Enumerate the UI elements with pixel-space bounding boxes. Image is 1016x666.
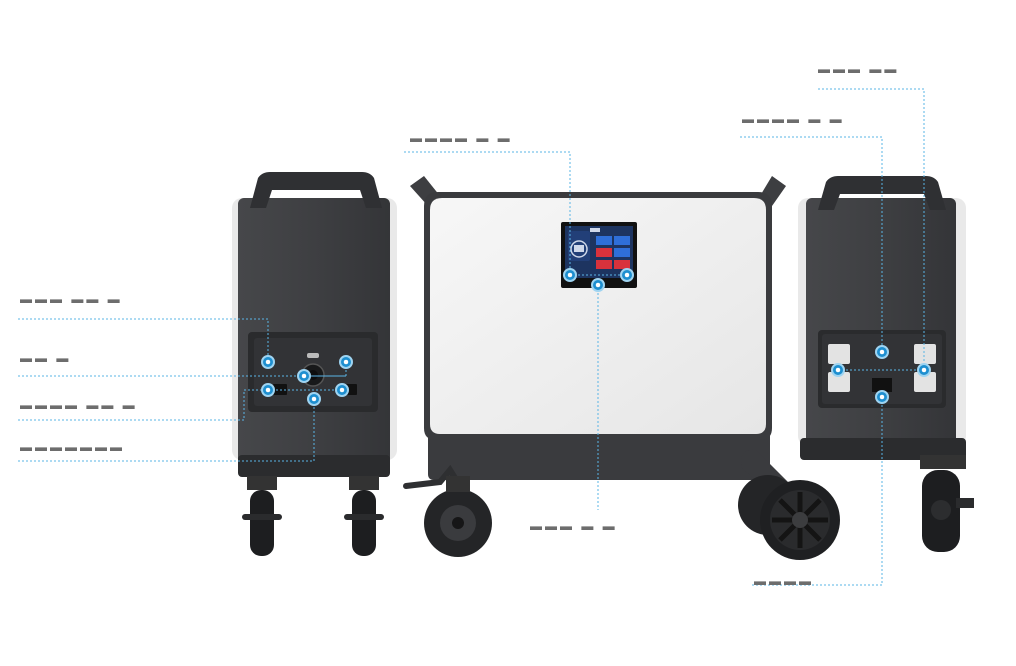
hotspot[interactable] bbox=[297, 369, 311, 383]
hotspot[interactable] bbox=[307, 392, 321, 406]
right-side-unit bbox=[798, 176, 974, 552]
hotspot[interactable] bbox=[620, 268, 634, 282]
hotspot[interactable] bbox=[563, 268, 577, 282]
callout-label: ▬▬▬▬ ▬ ▬ bbox=[742, 112, 845, 126]
hotspot[interactable] bbox=[831, 363, 845, 377]
hotspot[interactable] bbox=[261, 355, 275, 369]
front-unit bbox=[403, 176, 840, 560]
callout-label: ▬▬▬▬ bbox=[754, 574, 814, 588]
callout-label: ▬▬▬▬ ▬ ▬ bbox=[410, 131, 513, 145]
callout-label: ▬▬ ▬ bbox=[20, 351, 72, 365]
callout-label: ▬▬▬▬ ▬▬ ▬ bbox=[20, 398, 138, 412]
callout-label: ▬▬▬▬▬▬▬ bbox=[20, 440, 125, 454]
hotspot[interactable] bbox=[875, 345, 889, 359]
callout-label: ▬▬▬ ▬ ▬ bbox=[530, 519, 618, 533]
hotspot[interactable] bbox=[335, 383, 349, 397]
hotspots bbox=[261, 268, 931, 406]
leader-lines bbox=[18, 88, 925, 586]
left-side-unit bbox=[232, 172, 397, 556]
callout-label: ▬▬▬ ▬▬ bbox=[818, 62, 900, 76]
hotspot[interactable] bbox=[875, 390, 889, 404]
hotspot[interactable] bbox=[261, 383, 275, 397]
hotspot[interactable] bbox=[339, 355, 353, 369]
hotspot[interactable] bbox=[917, 363, 931, 377]
hotspot[interactable] bbox=[591, 278, 605, 292]
callout-label: ▬▬▬ ▬▬ ▬ bbox=[20, 292, 123, 306]
